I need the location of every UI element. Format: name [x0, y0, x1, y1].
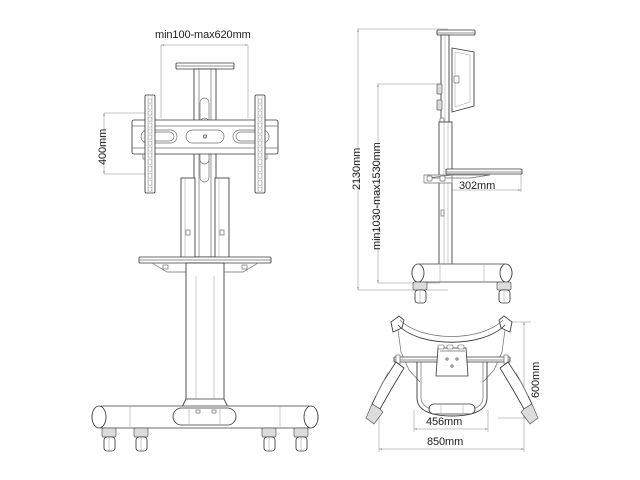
side-view-total-height-dimension — [357, 28, 448, 291]
side-view-carriage — [436, 34, 450, 133]
caster-side-right — [496, 281, 512, 304]
top-view-mast-bracket — [435, 344, 469, 377]
side-view-av-shelf — [423, 168, 523, 184]
front-view-left-vesa-rail — [144, 94, 156, 194]
dim-label-base-width: 850mm — [427, 436, 464, 448]
side-view-top-cap — [436, 29, 476, 36]
dim-label-base-depth: 600mm — [530, 361, 542, 398]
top-view-rear-tube — [397, 319, 506, 343]
top-view-base-tube — [416, 362, 488, 417]
caster-front-left-inner — [133, 427, 149, 452]
caster-front-left-outer — [101, 427, 117, 452]
front-view-posts — [180, 177, 230, 261]
caster-side-left — [412, 281, 428, 304]
top-view-width-dimension — [378, 418, 525, 452]
front-view-base — [91, 405, 319, 452]
dim-label-total-height: 2130mm — [351, 147, 363, 190]
side-view-screen-height-dimension — [377, 83, 440, 284]
top-view-inner-width-dimension — [413, 410, 489, 432]
top-view-front-legs — [365, 361, 539, 425]
side-view-mast — [438, 121, 453, 268]
caster-front-right-inner — [261, 427, 277, 452]
dim-label-vesa-height: 400mm — [97, 128, 109, 165]
side-view-tv-panel — [451, 47, 475, 113]
front-view-center-column — [193, 68, 217, 258]
dim-label-shelf-depth: 302mm — [459, 180, 496, 192]
dim-label-base-inner-width: 456mm — [426, 416, 463, 428]
front-view-right-vesa-rail — [254, 94, 266, 194]
front-view-width-dimension — [160, 44, 249, 118]
front-view-height-dimension — [103, 112, 152, 175]
front-view-main-mast — [179, 262, 231, 412]
side-view-base — [411, 263, 513, 304]
front-view — [91, 44, 319, 452]
side-view — [357, 28, 523, 304]
dim-label-screen-height-range: min1030-max1530mm — [371, 142, 383, 250]
top-view — [365, 315, 539, 452]
caster-front-right-outer — [293, 427, 309, 452]
dim-label-vesa-width: min100-max620mm — [155, 29, 251, 41]
